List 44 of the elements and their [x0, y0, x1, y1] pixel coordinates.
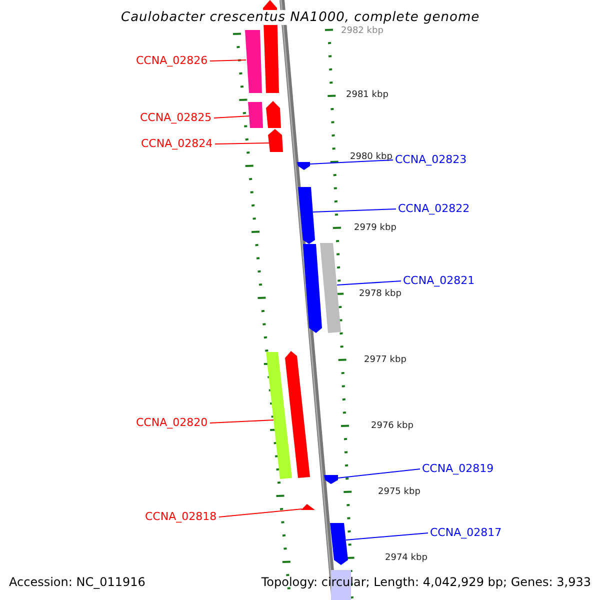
gene-label: CCNA_02824 [141, 138, 213, 148]
gene-block [330, 523, 348, 565]
scale-label: 2978 kbp [359, 290, 402, 298]
leader-line [210, 60, 246, 62]
gene-label: CCNA_02825 [140, 112, 212, 122]
gene-label: CCNA_02823 [395, 154, 467, 164]
leader-line [214, 116, 250, 118]
leader-line [346, 532, 428, 540]
gene-label: CCNA_02819 [422, 462, 494, 474]
leader-line [214, 142, 270, 144]
leader-line [338, 468, 420, 478]
gene-block [266, 352, 292, 479]
gene-block [297, 162, 310, 170]
footer-text: Topology: circular; Length: 4,042,929 bp; Genes: 3,933 [261, 576, 591, 588]
scale-label: 2977 kbp [364, 356, 406, 364]
gene-label: CCNA_02818 [145, 510, 217, 522]
gene-block [324, 475, 338, 484]
gene-label: CCNA_02822 [398, 202, 470, 214]
gene-block [266, 101, 281, 128]
gene-label: CCNA_02820 [136, 416, 208, 428]
leader-line [312, 208, 396, 212]
gene-label: CCNA_02817 [430, 526, 502, 538]
scale-label: 2975 kbp [378, 488, 420, 496]
leader-line [310, 160, 394, 164]
gene-block [248, 102, 263, 128]
gene-block [245, 30, 262, 93]
gene-label: CCNA_02826 [136, 54, 208, 66]
gene-block [285, 351, 310, 478]
leader-line [210, 420, 274, 424]
scale-label: 2981 kbp [346, 90, 388, 100]
scale-label: 2976 kbp [371, 422, 414, 430]
gene-block [298, 187, 315, 244]
scale-label: 2980 kbp [350, 152, 392, 162]
leader-line [218, 508, 302, 518]
gene-label: CCNA_02821 [403, 274, 475, 286]
gene-block [303, 244, 322, 333]
scale-label: 2979 kbp [354, 224, 396, 232]
gene-block [320, 243, 341, 333]
gene-block [301, 504, 315, 510]
leader-line [336, 280, 402, 286]
footer-text: Accession: NC_011916 [9, 576, 146, 588]
gene-block [268, 129, 283, 152]
scale-label: 2982 kbp [341, 26, 384, 36]
scale-label: 2974 kbp [385, 554, 428, 562]
